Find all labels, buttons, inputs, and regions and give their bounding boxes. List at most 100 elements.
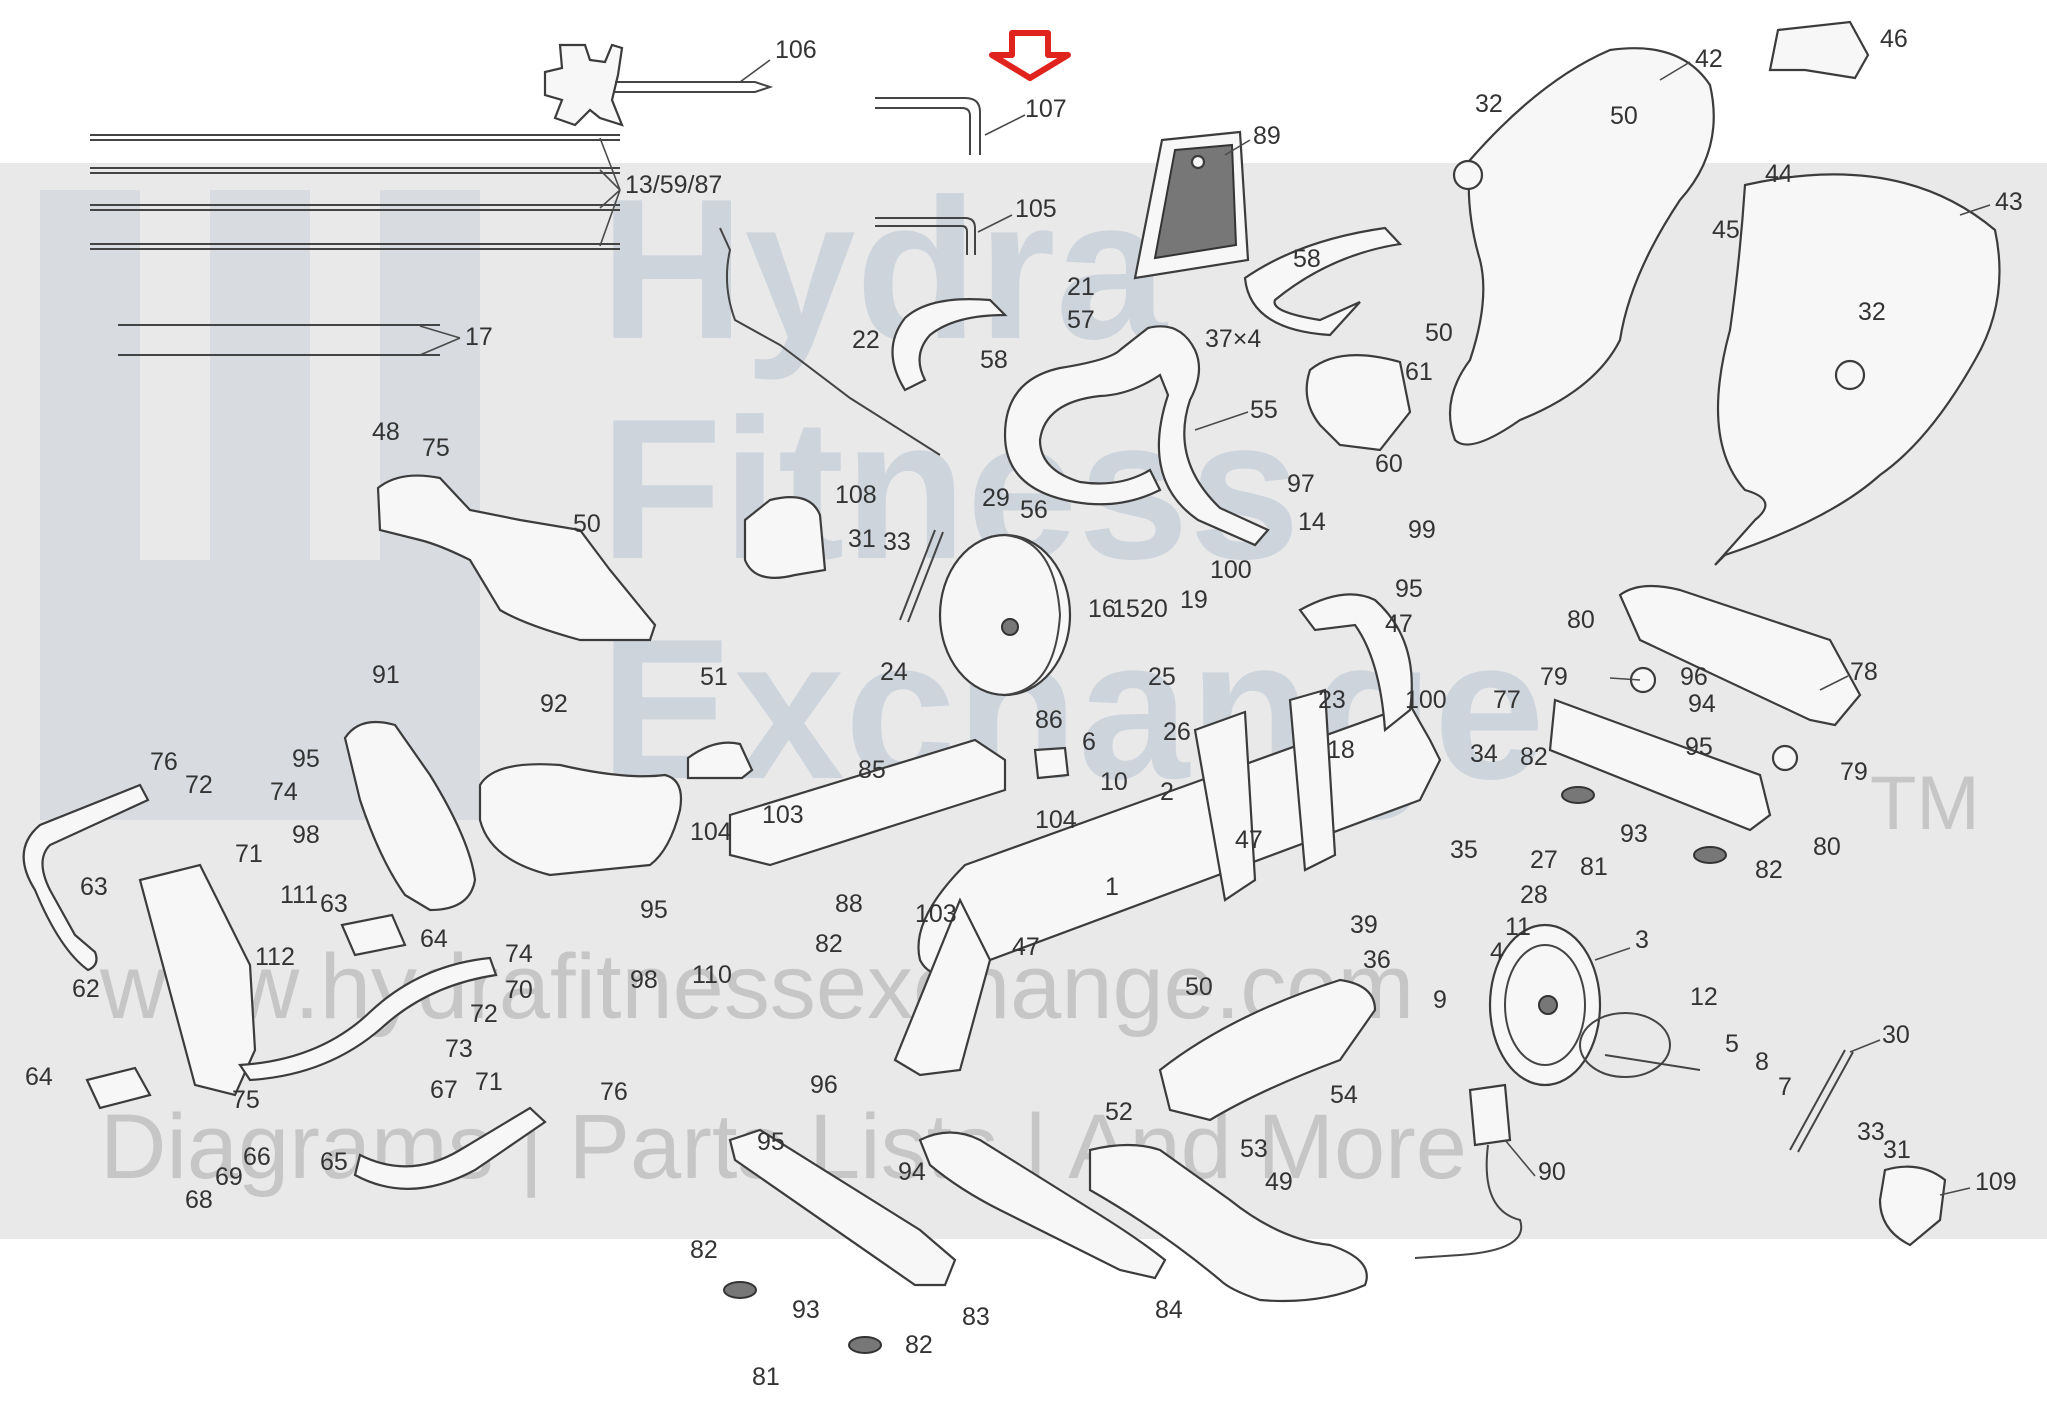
label-37x4: 37×4 [1205, 325, 1261, 353]
label-55: 55 [1250, 396, 1278, 424]
label-81a: 81 [1580, 853, 1608, 881]
label-104a: 104 [690, 818, 732, 846]
part-5-axle [1604, 1054, 1701, 1071]
label-97: 97 [1287, 470, 1315, 498]
label-70: 70 [505, 976, 533, 1004]
label-16: 16 [1088, 595, 1116, 623]
part-107-hex-key [875, 97, 981, 155]
label-31a: 31 [848, 525, 876, 553]
highlight-arrow-icon [989, 30, 1071, 81]
label-12: 12 [1690, 983, 1718, 1011]
part-3-pulley [1488, 923, 1602, 1087]
part-55-handlebar [1003, 325, 1270, 547]
label-105: 105 [1015, 195, 1057, 223]
label-46: 46 [1880, 25, 1908, 53]
part-83-front-stabilizer [728, 1128, 957, 1287]
label-68: 68 [185, 1186, 213, 1214]
label-98a: 98 [292, 821, 320, 849]
part-62-rear-stabilizer [22, 783, 498, 1097]
label-84: 84 [1155, 1296, 1183, 1324]
part-61-bottle-holder [1305, 354, 1412, 452]
label-14: 14 [1298, 508, 1326, 536]
leader-lines [419, 59, 1991, 1196]
label-90: 90 [1538, 1158, 1566, 1186]
label-110: 110 [692, 961, 732, 989]
label-26: 26 [1163, 718, 1191, 746]
label-21: 21 [1067, 273, 1095, 301]
label-3: 3 [1635, 926, 1649, 954]
label-53: 53 [1240, 1135, 1268, 1163]
label-73: 73 [445, 1035, 473, 1063]
part-79-wheel-b [1771, 744, 1799, 772]
label-47c: 47 [1012, 933, 1040, 961]
label-50c: 50 [573, 510, 601, 538]
label-49: 49 [1265, 1168, 1293, 1196]
label-61: 61 [1405, 358, 1433, 386]
label-77: 77 [1493, 686, 1521, 714]
label-20: 20 [1140, 595, 1168, 623]
label-47b: 47 [1235, 826, 1263, 854]
label-76b: 76 [600, 1078, 628, 1106]
part-13-59-87-rods [90, 134, 620, 250]
label-94b: 94 [898, 1158, 926, 1186]
label-108: 108 [835, 481, 877, 509]
label-89: 89 [1253, 122, 1281, 150]
label-33a: 33 [883, 528, 911, 556]
label-7: 7 [1778, 1073, 1792, 1101]
label-74b: 74 [505, 940, 533, 968]
part-81-foot [723, 1281, 757, 1299]
label-96b: 96 [810, 1071, 838, 1099]
label-29: 29 [982, 484, 1010, 512]
label-62: 62 [72, 975, 100, 1003]
label-82b: 82 [1755, 856, 1783, 884]
label-8: 8 [1755, 1048, 1769, 1076]
part-86-block [1033, 746, 1070, 780]
part-24-flywheel [938, 533, 1072, 697]
label-63b: 63 [320, 890, 348, 918]
label-99: 99 [1408, 516, 1436, 544]
label-9: 9 [1433, 986, 1447, 1014]
part-90-cord [1414, 1144, 1523, 1259]
part-54-shroud [1158, 978, 1377, 1122]
label-17: 17 [465, 323, 493, 351]
label-96a: 96 [1680, 663, 1708, 691]
label-24: 24 [880, 658, 908, 686]
label-42: 42 [1695, 45, 1723, 73]
label-95d: 95 [640, 896, 668, 924]
part-30-crank [1789, 1049, 1854, 1153]
label-28: 28 [1520, 881, 1548, 909]
label-79a: 79 [1540, 663, 1568, 691]
watermark-trademark: TM [1870, 761, 1980, 846]
label-52: 52 [1105, 1098, 1133, 1126]
label-50d: 50 [1185, 973, 1213, 1001]
label-76a: 76 [150, 748, 178, 776]
label-54: 54 [1330, 1081, 1358, 1109]
label-82c: 82 [815, 930, 843, 958]
label-82e: 82 [905, 1331, 933, 1359]
label-71b: 71 [475, 1068, 503, 1096]
label-100a: 100 [1210, 556, 1252, 584]
label-43: 43 [1995, 188, 2023, 216]
label-39: 39 [1350, 911, 1378, 939]
label-94a: 94 [1688, 690, 1716, 718]
label-107: 107 [1025, 95, 1067, 123]
label-45: 45 [1712, 216, 1740, 244]
part-58-grip-right [1243, 226, 1403, 337]
label-30: 30 [1882, 1021, 1910, 1049]
label-60: 60 [1375, 450, 1403, 478]
label-10: 10 [1100, 768, 1128, 796]
label-51: 51 [700, 663, 728, 691]
label-80a: 80 [1567, 606, 1595, 634]
label-44: 44 [1765, 160, 1793, 188]
part-84-rail-cover [918, 1131, 1167, 1280]
label-64a: 64 [420, 925, 448, 953]
part-92-seat-cushion [478, 763, 683, 877]
label-32b: 32 [1858, 298, 1886, 326]
part-22-cable [719, 227, 941, 456]
label-103a: 103 [762, 801, 804, 829]
part-109-cover [1878, 1165, 1947, 1247]
label-85: 85 [858, 756, 886, 784]
label-98b: 98 [630, 966, 658, 994]
